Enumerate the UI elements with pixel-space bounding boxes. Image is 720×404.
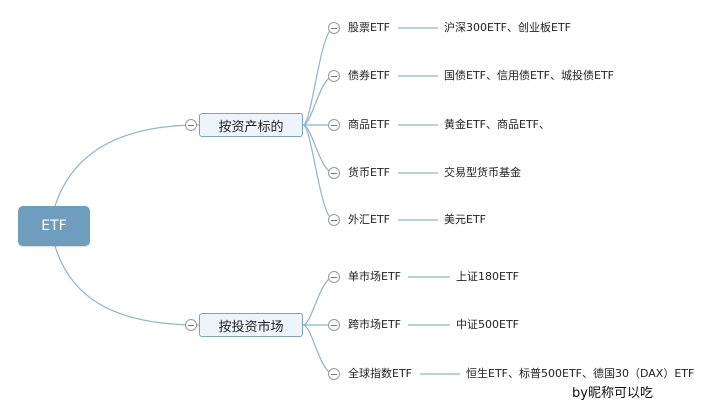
node-commodity-etf[interactable]: 商品ETF: [348, 118, 390, 131]
node-single-market-etf[interactable]: 单市场ETF: [348, 270, 401, 283]
detail-commodity-etf[interactable]: 黄金ETF、商品ETF、: [444, 118, 550, 131]
collapse-toggle-fx-etf[interactable]: [328, 214, 340, 226]
root-node[interactable]: ETF: [18, 206, 90, 246]
branch-label: 按资产标的: [218, 119, 284, 135]
collapse-toggle-single-market-etf[interactable]: [328, 271, 340, 283]
collapse-toggle-cross-market-etf[interactable]: [328, 319, 340, 331]
branch-node-asset[interactable]: 按资产标的: [199, 113, 303, 137]
node-stock-etf[interactable]: 股票ETF: [348, 21, 390, 34]
node-global-index-etf[interactable]: 全球指数ETF: [348, 367, 412, 380]
edge-market-global: [302, 324, 335, 375]
detail-cross-market-etf[interactable]: 中证500ETF: [456, 318, 519, 331]
collapse-toggle-bond-etf[interactable]: [328, 70, 340, 82]
node-cross-market-etf[interactable]: 跨市场ETF: [348, 318, 401, 331]
detail-stock-etf[interactable]: 沪深300ETF、创业板ETF: [444, 21, 571, 34]
branch-label: 按投资市场: [218, 319, 284, 335]
edge-root-branch-asset: [54, 124, 200, 207]
edge-root-branch-market: [54, 245, 200, 326]
detail-single-market-etf[interactable]: 上证180ETF: [456, 270, 519, 283]
collapse-toggle-stock-etf[interactable]: [328, 22, 340, 34]
detail-currency-etf[interactable]: 交易型货币基金: [444, 166, 521, 179]
branch-node-market[interactable]: 按投资市场: [199, 313, 303, 337]
collapse-toggle-global-index-etf[interactable]: [328, 368, 340, 380]
collapse-toggle-branch-asset[interactable]: [185, 119, 197, 131]
node-currency-etf[interactable]: 货币ETF: [348, 166, 390, 179]
node-bond-etf[interactable]: 债券ETF: [348, 69, 390, 82]
collapse-toggle-currency-etf[interactable]: [328, 167, 340, 179]
node-fx-etf[interactable]: 外汇ETF: [348, 213, 390, 226]
detail-bond-etf[interactable]: 国债ETF、信用债ETF、城投债ETF: [444, 69, 614, 82]
root-label: ETF: [41, 218, 67, 234]
detail-fx-etf[interactable]: 美元ETF: [444, 213, 486, 226]
collapse-toggle-commodity-etf[interactable]: [328, 119, 340, 131]
author-watermark: by昵称可以吃: [572, 386, 653, 401]
edge-market-single: [302, 276, 335, 326]
detail-global-index-etf[interactable]: 恒生ETF、标普500ETF、德国30（DAX）ETF: [466, 367, 695, 380]
collapse-toggle-branch-market[interactable]: [185, 319, 197, 331]
